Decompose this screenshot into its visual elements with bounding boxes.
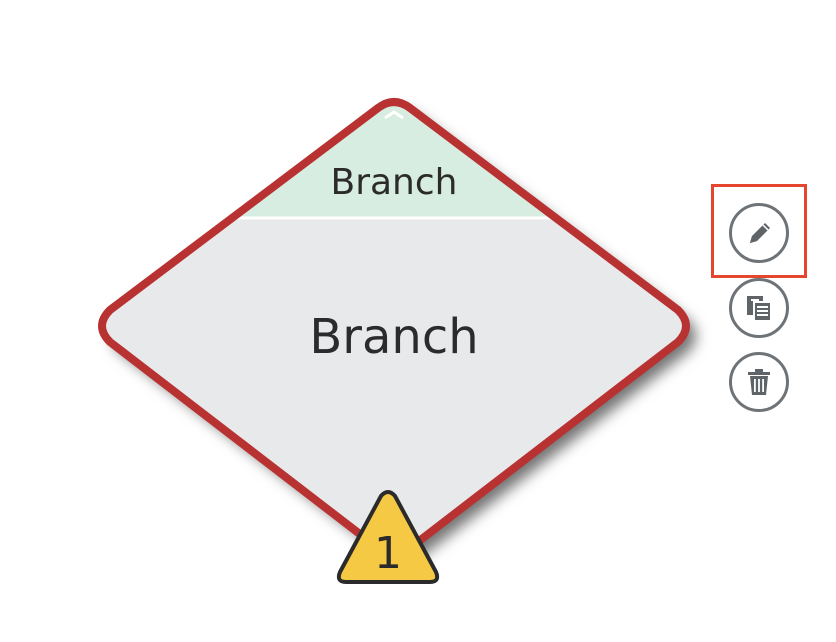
warning-badge[interactable]: 1 [336,490,440,584]
branch-node-header-label: Branch [331,162,458,203]
delete-button[interactable] [729,352,789,412]
copy-button[interactable] [729,278,789,338]
copy-icon [747,296,772,322]
branch-node-body-label: Branch [309,309,478,365]
pencil-icon [750,223,770,243]
trash-icon [748,369,770,395]
edit-button[interactable] [729,203,789,263]
warning-triangle-icon [336,490,440,584]
warning-count: 1 [374,528,402,579]
